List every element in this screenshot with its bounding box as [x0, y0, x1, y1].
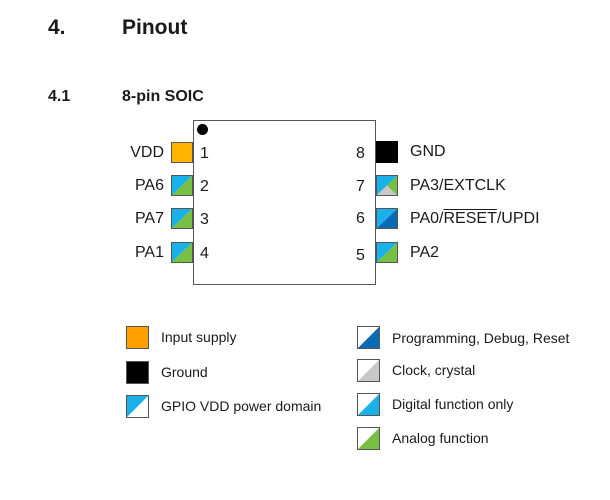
pin-2-name: PA6 — [134, 177, 164, 194]
pin-1-name: VDD — [130, 144, 164, 161]
pin-7-square — [376, 175, 398, 196]
legend-gpio-vdd-label: GPIO VDD power domain — [161, 398, 322, 414]
pin-4-name: PA1 — [134, 244, 164, 261]
pin-6-square — [376, 208, 398, 229]
pin-5-name: PA2 — [410, 244, 440, 261]
chip-body — [193, 120, 376, 285]
subsection-number: 4.1 — [48, 88, 71, 105]
pin-6-name-prefix: PA0/ — [410, 210, 444, 227]
pin-8-name: GND — [410, 143, 446, 160]
pin-8-square — [376, 141, 398, 163]
section-title: Pinout — [122, 16, 188, 39]
pin-5-square — [376, 242, 398, 263]
pin-8-number: 8 — [356, 145, 365, 162]
legend-gpio-vdd-swatch — [126, 395, 149, 418]
legend-input-supply-label: Input supply — [161, 329, 237, 345]
pin-5-number: 5 — [356, 247, 365, 264]
legend-analog-swatch — [357, 427, 380, 450]
pin-6-name: PA0/RESET/UPDI — [410, 209, 540, 229]
pin-3-square — [171, 208, 193, 229]
pin-2-number: 2 — [200, 178, 209, 195]
pin1-marker-dot — [197, 124, 208, 135]
legend-digital-swatch — [357, 393, 380, 416]
legend-programming-swatch — [357, 326, 380, 349]
legend-ground-swatch — [126, 361, 149, 384]
legend-digital-label: Digital function only — [392, 396, 514, 412]
pin-7-number: 7 — [356, 178, 365, 195]
pin-1-square — [171, 142, 193, 163]
pin-2-square — [171, 175, 193, 196]
legend-ground-label: Ground — [161, 364, 208, 380]
pin-4-square — [171, 242, 193, 263]
pin-6-name-reset: RESET — [443, 210, 497, 227]
legend-clock-swatch — [357, 359, 380, 382]
subsection-title: 8-pin SOIC — [122, 88, 204, 105]
pin-4-number: 4 — [200, 245, 209, 262]
legend-programming-label: Programming, Debug, Reset — [392, 330, 570, 346]
pin-3-number: 3 — [200, 211, 209, 228]
pin-3-name: PA7 — [134, 210, 164, 227]
legend-input-supply-swatch — [126, 326, 149, 349]
pin-1-number: 1 — [200, 145, 209, 162]
pin-6-number: 6 — [356, 210, 365, 227]
legend-analog-label: Analog function — [392, 430, 489, 446]
legend-clock-label: Clock, crystal — [392, 362, 476, 378]
pin-6-name-suffix: /UPDI — [496, 210, 540, 227]
pin-7-name: PA3/EXTCLK — [410, 177, 506, 194]
section-number: 4. — [48, 16, 66, 39]
